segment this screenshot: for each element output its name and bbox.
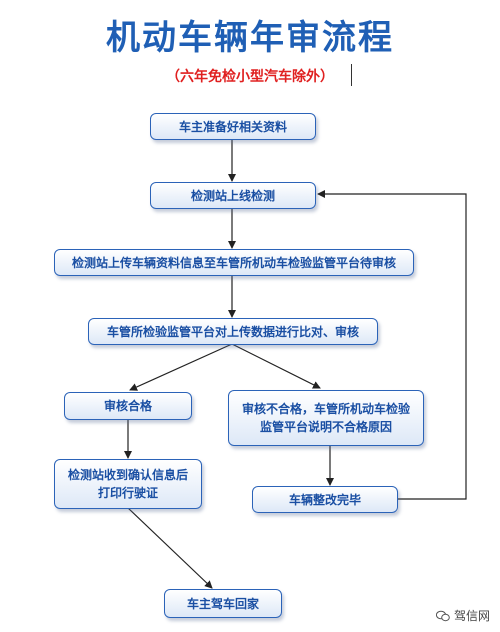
watermark: 驾信网 — [435, 607, 490, 624]
step-upload-info: 检测站上传车辆资料信息至车管所机动车检验监管平台待审核 — [54, 249, 414, 276]
page-subtitle: （六年免检小型汽车除外） — [166, 69, 334, 85]
wechat-icon — [435, 610, 450, 622]
step-platform-compare: 车管所检验监管平台对上传数据进行比对、审核 — [88, 318, 378, 345]
arrow-print-to-home — [127, 507, 213, 589]
arrow-compare-to-fail — [231, 343, 321, 389]
page-title: 机动车辆年审流程 — [106, 18, 394, 58]
print-sticker-text-1: 检测站收到确认信息后 — [67, 468, 188, 482]
step-online-inspection: 检测站上线检测 — [150, 182, 316, 209]
arrow-compare-to-pass — [129, 343, 233, 391]
step-review-pass: 审核合格 — [64, 392, 192, 420]
step-rectify-done: 车辆整改完毕 — [252, 486, 398, 513]
review-fail-text-2: 监管平台说明不合格原因 — [259, 420, 392, 434]
arrow-rectify-loop-back — [317, 190, 467, 500]
step-drive-home: 车主驾车回家 — [164, 589, 282, 618]
step-review-fail: 审核不合格，车管所机动车检验 监管平台说明不合格原因 — [228, 390, 424, 446]
print-sticker-text-2: 打印行驶证 — [97, 486, 158, 500]
watermark-text: 驾信网 — [453, 609, 490, 623]
step-prepare-docs: 车主准备好相关资料 — [150, 113, 316, 140]
review-fail-text-1: 审核不合格，车管所机动车检验 — [241, 402, 410, 416]
step-print-sticker: 检测站收到确认信息后 打印行驶证 — [54, 459, 202, 509]
text-cursor — [351, 64, 352, 86]
